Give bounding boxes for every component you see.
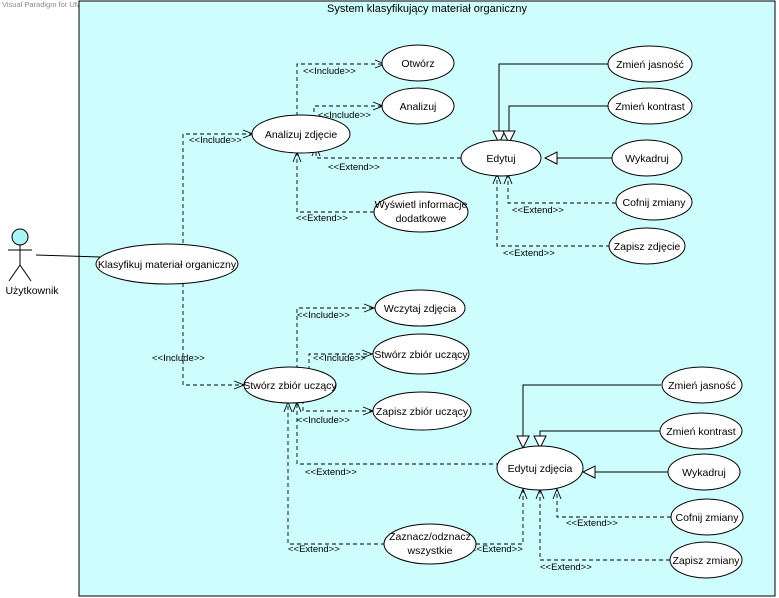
use-case-label: Analizuj — [400, 101, 437, 113]
extend-label: <<Extend>> — [296, 213, 348, 224]
use-case-label: Wczytaj zdjęcia — [384, 303, 457, 315]
extend-zaznacz-stworz — [288, 402, 385, 545]
include-label: <<Include>> — [313, 353, 366, 364]
actor-head — [11, 228, 29, 246]
use-case-label-line2: wszystkie — [407, 545, 453, 557]
include-analizuj-analizuj — [313, 106, 383, 119]
use-case-label-line2: dodatkowe — [396, 213, 447, 225]
use-case-label: Stwórz zbiór uczący — [243, 380, 337, 392]
use-case-zmien-kontrast-2[interactable]: Zmień kontrast — [659, 412, 743, 450]
use-case-label: Zmień jasność — [616, 59, 684, 71]
include-stworz-zapisz — [302, 400, 373, 411]
include-klasyfikuj-analizuj — [182, 134, 253, 250]
extend-label: <<Extend>> — [512, 205, 564, 216]
system-title: System klasyfikujący materiał organiczny — [327, 3, 527, 15]
include-label: <<Include>> — [152, 353, 205, 364]
use-case-zmien-jasnosc-2[interactable]: Zmień jasność — [661, 366, 743, 404]
include-label: <<Include>> — [297, 310, 350, 321]
extend-label: <<Extend>> — [471, 544, 523, 555]
use-case-analizuj-zdjecie[interactable]: Analizuj zdjęcie — [251, 114, 351, 154]
use-case-label: Stwórz zbiór uczący — [374, 349, 468, 361]
generalization-kontrast2-edytujzdj — [540, 430, 660, 448]
use-case-label: Cofnij zmiany — [675, 512, 739, 524]
use-case-zapisz-zdjecie[interactable]: Zapisz zdjęcie — [608, 227, 686, 265]
use-case-otworz[interactable]: Otwórz — [381, 44, 455, 82]
use-case-label: Cofnij zmiany — [622, 197, 686, 209]
include-label: <<Include>> — [189, 135, 242, 146]
use-case-zaznacz-odznacz[interactable]: Zaznacz/odznacz wszystkie — [383, 523, 477, 565]
use-case-zapisz-zbior-uczacy[interactable]: Zapisz zbiór uczący — [372, 391, 472, 431]
include-label: <<Include>> — [303, 66, 356, 77]
extend-label: <<Extend>> — [305, 467, 357, 478]
use-case-zapisz-zmiany[interactable]: Zapisz zmiany — [669, 541, 743, 579]
use-case-label: Zmień kontrast — [615, 101, 685, 113]
extend-edytujzdj-stworz — [297, 402, 500, 465]
use-case-label: Analizuj zdjęcie — [265, 129, 338, 141]
use-case-wykadruj-2[interactable]: Wykadruj — [667, 453, 741, 491]
use-case-label: Zapisz zdjęcie — [614, 241, 681, 253]
generalization-jasnosc2-edytujzdj — [523, 384, 661, 448]
include-klasyfikuj-stworz — [182, 283, 244, 385]
extend-label: <<Extend>> — [328, 162, 380, 173]
use-case-analizuj[interactable]: Analizuj — [381, 87, 455, 125]
actor-name: Użytkownik — [5, 285, 59, 297]
use-case-label: Zmień jasność — [668, 380, 736, 392]
generalization-kontrast-edytuj — [509, 105, 609, 143]
use-case-wczytaj-zdjecia[interactable]: Wczytaj zdjęcia — [374, 289, 466, 327]
actor-uzytkownik[interactable]: Użytkownik — [5, 228, 59, 297]
use-case-edytuj-zdjecia[interactable]: Edytuj zdjęcia — [496, 445, 584, 491]
include-stworz-wczytaj — [296, 308, 374, 369]
extend-label: <<Extend>> — [288, 544, 340, 555]
extend-label: <<Extend>> — [540, 562, 592, 573]
include-analizuj-otworz — [296, 64, 385, 116]
extend-zaznacz-edytujzdj — [476, 489, 523, 545]
extend-cofnij2-edytujzdj — [557, 489, 671, 518]
use-case-label: Klasyfikuj materiał organiczny — [98, 259, 237, 271]
use-case-klasyfikuj[interactable]: Klasyfikuj materiał organiczny — [95, 243, 239, 285]
extend-cofnij-edytuj — [508, 174, 616, 204]
use-case-stworz-zbior-uczacy[interactable]: Stwórz zbiór uczący — [243, 366, 337, 404]
use-case-label: Wykadruj — [682, 467, 726, 479]
use-case-label-line1: Wyświetl informacje — [375, 199, 468, 211]
extend-zapisz-edytuj — [497, 174, 610, 247]
use-case-cofnij-zmiany-2[interactable]: Cofnij zmiany — [670, 498, 744, 536]
use-case-label: Zapisz zbiór uczący — [376, 406, 469, 418]
use-case-label: Wykadruj — [625, 153, 669, 165]
use-case-wyswietl-informacje[interactable]: Wyświetl informacje dodatkowe — [373, 191, 469, 233]
use-case-label: Zmień kontrast — [666, 426, 736, 438]
use-case-zmien-kontrast-1[interactable]: Zmień kontrast — [607, 87, 693, 125]
include-label: <<Include>> — [297, 415, 350, 426]
use-case-label: Edytuj zdjęcia — [508, 463, 573, 475]
use-case-label-line1: Zaznacz/odznacz — [389, 531, 471, 543]
use-case-stworz-zbior-sub[interactable]: Stwórz zbiór uczący — [372, 333, 470, 375]
use-case-wykadruj-1[interactable]: Wykadruj — [611, 139, 683, 177]
use-case-cofnij-zmiany-1[interactable]: Cofnij zmiany — [615, 183, 693, 221]
use-case-edytuj[interactable]: Edytuj — [460, 139, 542, 177]
extend-wyswietl-analizuj — [297, 152, 374, 213]
use-case-label: Otwórz — [401, 58, 434, 70]
use-case-zmien-jasnosc-1[interactable]: Zmień jasność — [607, 45, 693, 83]
extend-label: <<Extend>> — [566, 518, 618, 529]
extend-label: <<Extend>> — [503, 248, 555, 259]
use-case-label: Edytuj — [486, 153, 515, 165]
include-stworz-stworzsub — [308, 354, 372, 370]
actor-association — [35, 254, 101, 258]
extend-zapiszzmiany-edytujzdj — [540, 489, 670, 561]
include-label: <<Include>> — [318, 110, 371, 121]
use-case-label: Zapisz zmiany — [672, 555, 740, 567]
generalization-jasnosc-edytuj — [499, 63, 609, 143]
